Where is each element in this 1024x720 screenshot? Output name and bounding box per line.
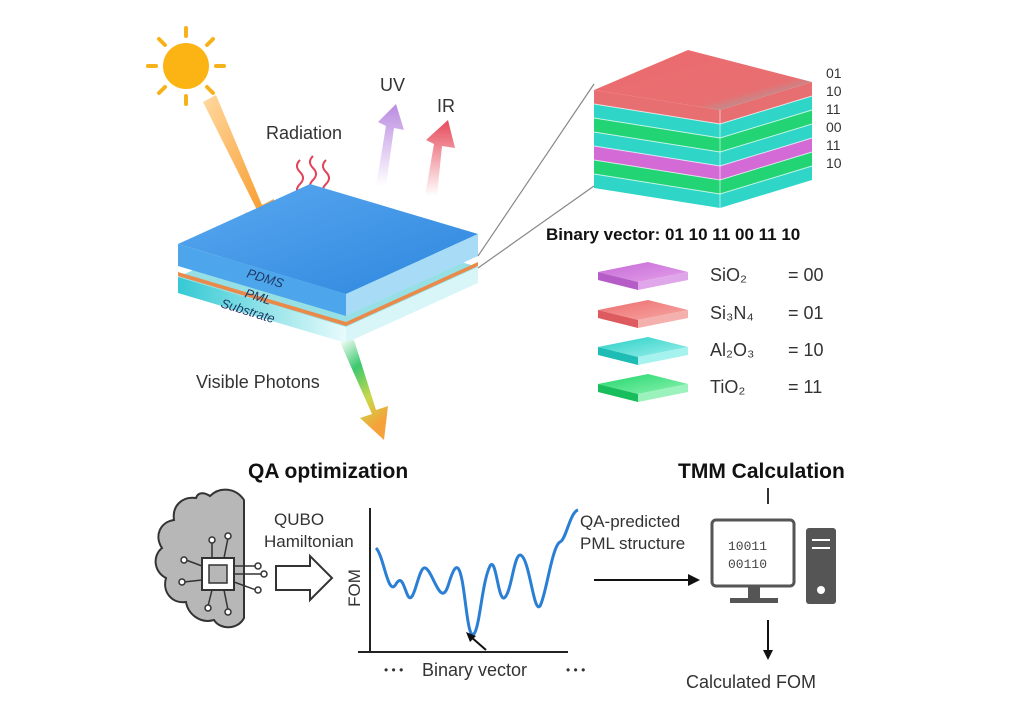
- material-legend: SiO₂ = 00 Si₃N₄ = 01 Al₂O₃ = 10 TiO₂ = 1…: [598, 262, 824, 402]
- calculated-fom-label: Calculated FOM: [686, 672, 816, 692]
- fom-plot: [358, 508, 579, 653]
- layer-code: 00: [826, 119, 842, 135]
- legend-swatch-sio2: [598, 262, 688, 290]
- zoom-lines: [477, 83, 595, 269]
- uv-label: UV: [380, 75, 405, 95]
- quantum-cloud-icon: [154, 488, 268, 629]
- visible-photons-label: Visible Photons: [196, 372, 320, 392]
- hollow-arrow-icon: [275, 553, 334, 603]
- layer-code: 10: [826, 155, 842, 171]
- binary-vector-axis-label: Binary vector: [422, 660, 527, 680]
- legend-swatch-tio2: [598, 374, 688, 402]
- device-stack: [178, 184, 478, 343]
- pml-structure-label: PML structure: [580, 534, 685, 553]
- layer-code: 10: [826, 83, 842, 99]
- binary-vector-label: Binary vector: 01 10 11 00 11 10: [546, 225, 800, 244]
- qa-predicted-label: QA-predicted: [580, 512, 680, 531]
- ir-arrow: [425, 120, 455, 196]
- qubo-label: QUBO: [274, 510, 324, 529]
- legend-swatch-si3n4: [598, 300, 688, 328]
- to-tmm-arrow: [594, 574, 700, 586]
- legend-material: SiO₂: [710, 265, 747, 285]
- layer-label-pml: PML: [243, 286, 273, 308]
- legend-material: Si₃N₄: [710, 303, 754, 323]
- legend-code: = 00: [788, 265, 824, 285]
- tmm-calculation-title: TMM Calculation: [678, 460, 845, 483]
- legend-code: = 11: [788, 377, 822, 397]
- ir-label: IR: [437, 96, 455, 116]
- minimum-pointer: [466, 632, 487, 651]
- legend-material: Al₂O₃: [710, 340, 754, 360]
- legend-code: = 01: [788, 303, 824, 323]
- sun-icon: [146, 26, 226, 106]
- multilayer-stack: [593, 50, 813, 208]
- radiation-label: Radiation: [266, 123, 342, 143]
- qa-optimization-title: QA optimization: [248, 460, 408, 483]
- ellipsis-left: • • •: [384, 663, 403, 677]
- to-fom-arrow: [763, 620, 773, 660]
- computer-screen-line2: 00110: [728, 557, 767, 572]
- computer-screen-line1: 10011: [728, 539, 767, 554]
- ellipsis-right: • • •: [566, 663, 585, 677]
- visible-photons-arrow: [340, 340, 388, 440]
- layer-codes: 01 10 11 00 11 10: [826, 65, 842, 171]
- legend-swatch-al2o3: [598, 337, 688, 365]
- hamiltonian-label: Hamiltonian: [264, 532, 354, 551]
- legend-material: TiO₂: [710, 377, 745, 397]
- legend-code: = 10: [788, 340, 824, 360]
- uv-arrow: [376, 104, 404, 186]
- fom-curve: [374, 508, 579, 636]
- layer-code: 01: [826, 65, 842, 81]
- layer-code: 11: [826, 137, 841, 153]
- computer-icon: [710, 518, 836, 604]
- fom-axis-label: FOM: [345, 569, 364, 607]
- layer-code: 11: [826, 101, 841, 117]
- sunlight-arrow: [203, 95, 274, 232]
